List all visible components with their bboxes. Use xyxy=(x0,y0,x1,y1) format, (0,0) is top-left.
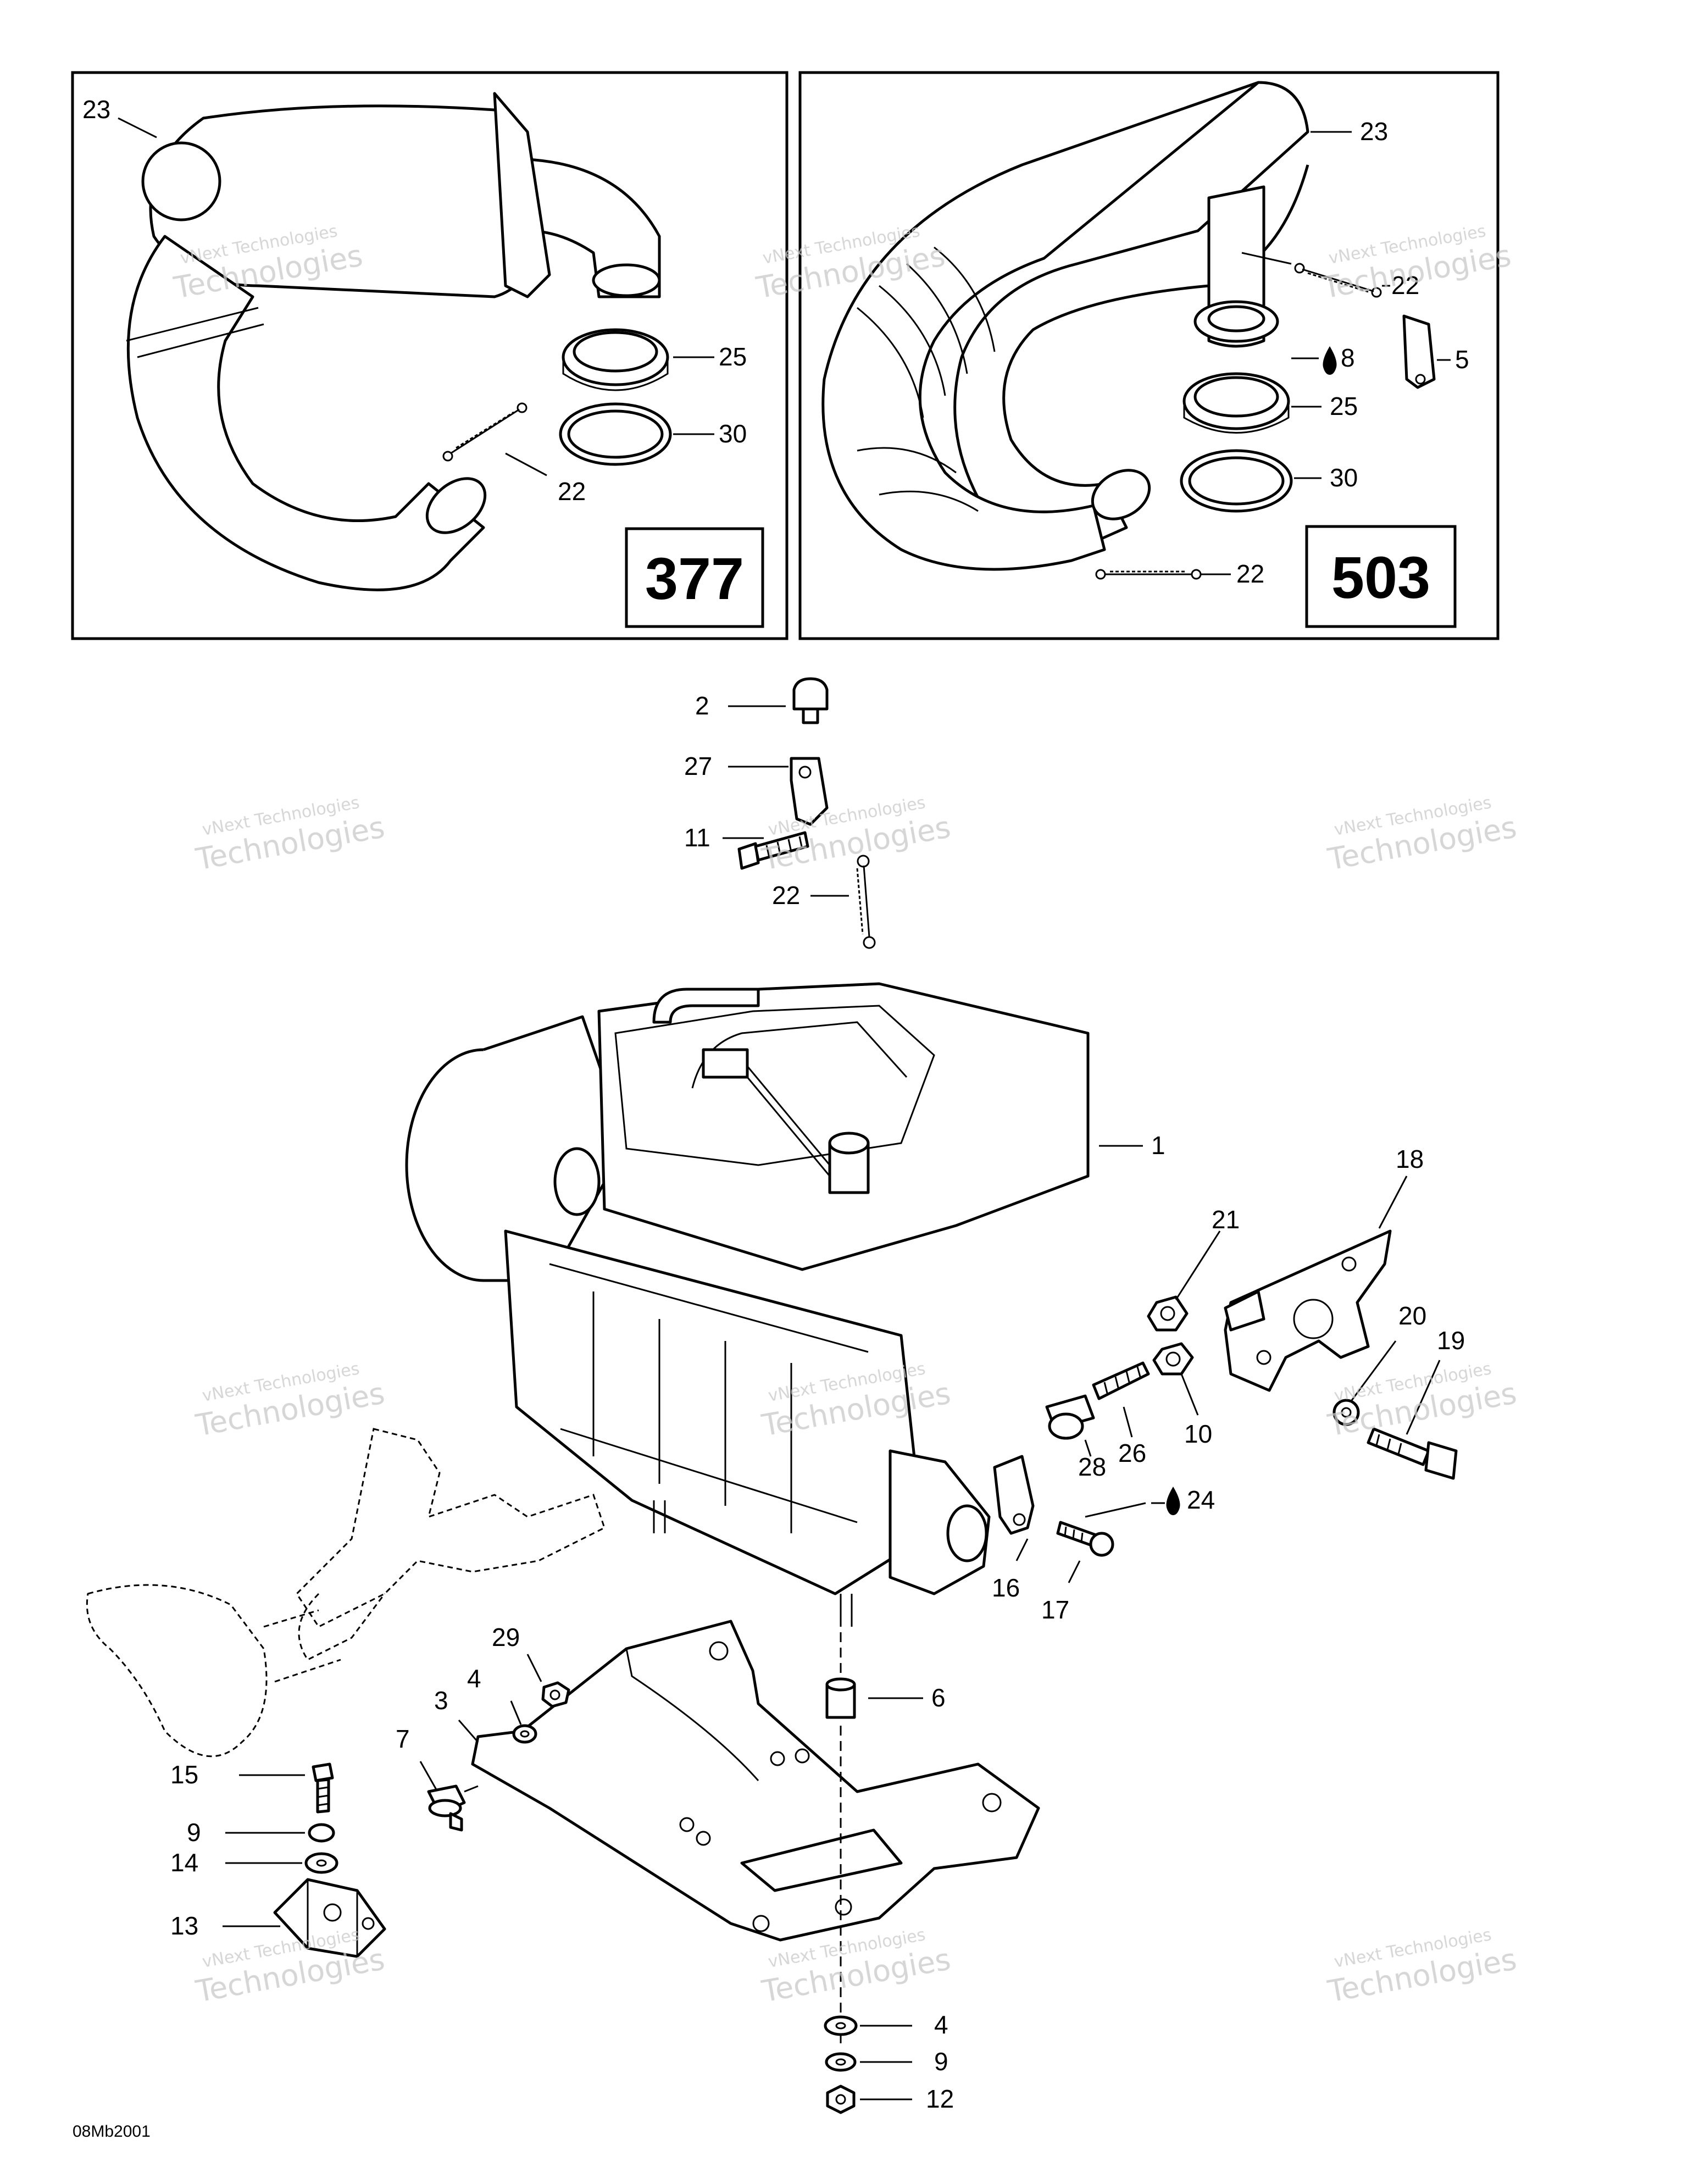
callout-24: 24 xyxy=(1187,1485,1215,1514)
exhaust-manifold-ghost xyxy=(86,1428,606,1758)
hardware-21-10 xyxy=(1147,1295,1194,1376)
callout-12: 12 xyxy=(926,2085,954,2113)
callout-9: 9 xyxy=(934,2047,948,2076)
callout-6: 6 xyxy=(931,1683,946,1712)
spring-22 xyxy=(442,402,528,462)
mount-hardware-left xyxy=(273,1762,386,1958)
panel-503: 23 22 8 5 25 30 22 503 xyxy=(798,71,1500,640)
bracket-5 xyxy=(1402,314,1436,389)
callout-23: 23 xyxy=(82,95,110,124)
callout-25: 25 xyxy=(1330,392,1358,420)
drawing-code: 08Mb2001 xyxy=(73,2122,151,2141)
sealing-ring-30 xyxy=(559,402,672,466)
callout-28: 28 xyxy=(1078,1453,1106,1481)
callout-22: 22 xyxy=(772,881,800,910)
bracket-16-bolt-17 xyxy=(993,1455,1114,1557)
callout-19: 19 xyxy=(1437,1326,1465,1355)
panel-503-frame xyxy=(798,71,1500,640)
exhaust-gasket-25 xyxy=(562,328,669,391)
outlet-pipe-illustration xyxy=(1193,185,1279,348)
callout-22: 22 xyxy=(1391,271,1419,300)
spacer-6 xyxy=(825,1632,856,2044)
sealing-ring-30-503 xyxy=(1180,449,1293,513)
bolt-19-washer-20 xyxy=(1332,1399,1458,1480)
callout-9: 9 xyxy=(187,1818,201,1847)
callout-26: 26 xyxy=(1118,1439,1146,1467)
rubber-mount-7 xyxy=(427,1784,479,1832)
callout-4: 4 xyxy=(934,2010,948,2039)
oil-drop-icon xyxy=(1323,346,1337,375)
callout-1: 1 xyxy=(1151,1131,1165,1160)
spring-22-upper xyxy=(1241,252,1382,298)
model-box-377 xyxy=(625,527,764,628)
model-label-503: 503 xyxy=(1331,544,1430,611)
engine-mount-bracket-18 xyxy=(1224,1229,1392,1392)
callout-2: 2 xyxy=(695,691,709,720)
oil-drop-icon xyxy=(1166,1487,1180,1515)
callout-22: 22 xyxy=(1236,559,1264,588)
exhaust-hanger-hardware xyxy=(737,677,876,949)
model-label-377: 377 xyxy=(645,545,744,612)
callout-3: 3 xyxy=(434,1686,448,1715)
callout-7: 7 xyxy=(396,1725,410,1753)
panel-377-frame xyxy=(71,71,789,640)
panel-377: 23 25 30 22 377 xyxy=(71,71,789,640)
callout-23: 23 xyxy=(1360,117,1388,146)
callout-25: 25 xyxy=(719,342,747,371)
callout-13: 13 xyxy=(170,1911,198,1940)
callout-16: 16 xyxy=(992,1573,1020,1602)
callout-22: 22 xyxy=(558,477,586,506)
exhaust-gasket-25-503 xyxy=(1182,372,1290,434)
callout-29: 29 xyxy=(492,1623,520,1651)
callout-27: 27 xyxy=(684,752,712,780)
tuned-pipe-illustration xyxy=(126,235,487,591)
callout-8: 8 xyxy=(1341,343,1355,372)
model-box-503 xyxy=(1305,525,1457,628)
callout-17: 17 xyxy=(1041,1595,1069,1624)
callout-14: 14 xyxy=(170,1848,198,1877)
callout-21: 21 xyxy=(1212,1205,1240,1234)
callout-15: 15 xyxy=(170,1760,198,1789)
callout-18: 18 xyxy=(1396,1145,1424,1173)
callout-20: 20 xyxy=(1398,1301,1426,1330)
callout-4: 4 xyxy=(467,1664,481,1693)
callout-11: 11 xyxy=(684,823,710,852)
callout-5: 5 xyxy=(1455,345,1469,374)
tuned-pipe-503-illustration xyxy=(821,81,1309,571)
engine-illustration xyxy=(405,982,1090,1627)
nut-29-washer-4 xyxy=(512,1681,570,1744)
muffler-illustration xyxy=(141,92,661,298)
engine-support-plate-3 xyxy=(471,1620,1040,1942)
callout-30: 30 xyxy=(1330,463,1358,492)
callout-30: 30 xyxy=(719,419,747,448)
stud-26-28 xyxy=(1045,1361,1150,1440)
bottom-hardware-stack xyxy=(824,2015,858,2114)
spring-22-lower xyxy=(1095,569,1202,580)
callout-10: 10 xyxy=(1184,1420,1212,1448)
